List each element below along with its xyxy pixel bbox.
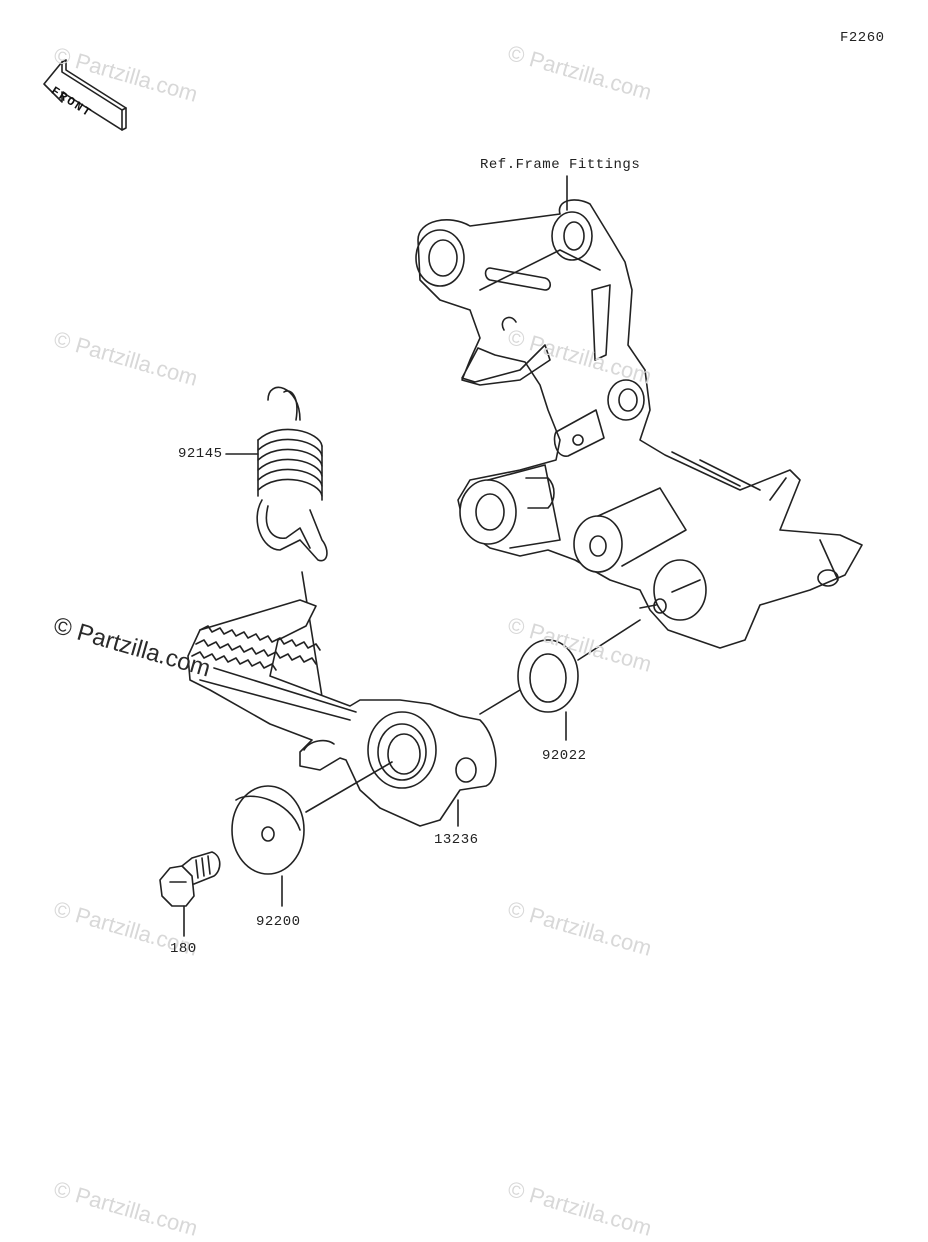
part-label-180: 180	[170, 941, 197, 957]
figure-code: F2260	[840, 30, 885, 46]
part-label-92200: 92200	[256, 914, 301, 930]
parts-diagram	[43, 59, 863, 937]
return-spring	[256, 386, 328, 562]
part-label-92145: 92145	[178, 446, 223, 462]
front-arrow-icon	[43, 59, 127, 131]
bolt-180	[159, 851, 221, 907]
brake-pedal	[187, 599, 497, 827]
part-label-92022: 92022	[542, 748, 587, 764]
washer-92200	[231, 785, 305, 875]
washer-92022	[517, 639, 579, 713]
part-label-13236: 13236	[434, 832, 479, 848]
ref-frame-label: Ref.Frame Fittings	[480, 157, 641, 173]
frame-bracket	[415, 199, 863, 649]
